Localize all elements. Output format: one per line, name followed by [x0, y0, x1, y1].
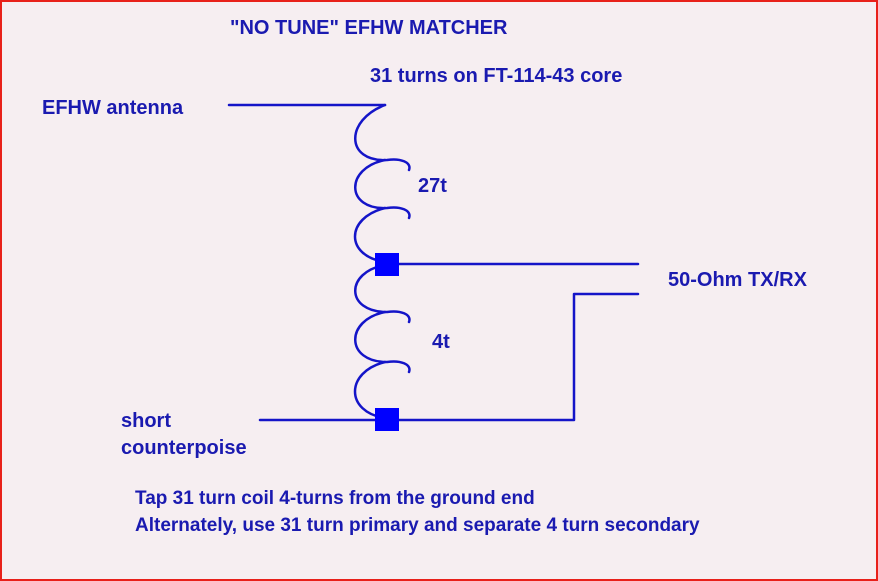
note-line2: Alternately, use 31 turn primary and sep… — [135, 515, 700, 536]
note-line1: Tap 31 turn coil 4-turns from the ground… — [135, 488, 535, 509]
counterpoise-wire — [258, 292, 640, 422]
counterpoise-label-line2: counterpoise — [121, 437, 247, 459]
counterpoise-label-line1: short — [121, 410, 171, 432]
upper-winding — [353, 103, 411, 264]
lower-winding — [353, 263, 411, 420]
core-label: 31 turns on FT-114-43 core — [370, 65, 623, 87]
diagram-title: "NO TUNE" EFHW MATCHER — [230, 17, 508, 39]
antenna-label: EFHW antenna — [42, 97, 184, 119]
lower-winding-label: 4t — [432, 331, 450, 353]
output-label: 50-Ohm TX/RX — [668, 269, 807, 291]
tap-point-upper — [375, 253, 399, 276]
tap-point-lower — [375, 408, 399, 431]
upper-winding-label: 27t — [418, 175, 447, 197]
